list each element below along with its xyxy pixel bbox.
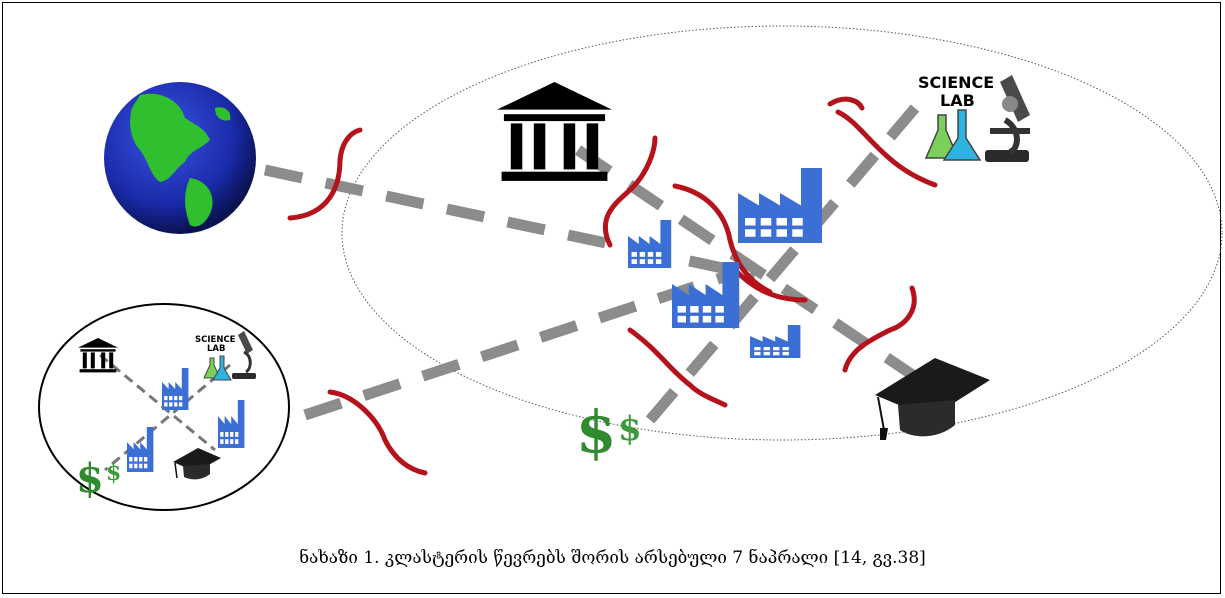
factory-icon [672,262,740,328]
science-lab-icon: SCIENCE LAB [195,331,256,381]
connector-line [263,164,757,281]
globe-icon [104,82,256,234]
graduation-cap-icon [875,358,990,440]
gap-arc [627,327,728,408]
gap-arcs [287,96,938,476]
svg-text:$: $ [76,455,104,502]
cluster-boundary [341,25,1223,441]
government-building-icon [497,82,612,181]
government-building-icon [78,338,118,373]
factory-icon [162,368,189,410]
mini-connector-line [104,363,231,472]
gap-arc [827,96,865,111]
svg-text:LAB: LAB [207,344,225,354]
gap-arc [842,285,917,373]
factory-icon [218,400,245,448]
svg-text:$: $ [106,460,121,486]
svg-text:LAB: LAB [940,91,975,110]
science-lab-icon: SCIENCE LAB [918,73,1030,162]
gap-arc [672,183,773,295]
mini-connector-lines [99,353,231,472]
svg-text:$: $ [618,409,642,449]
factory-icon [750,325,801,358]
mini-connector-line [99,353,216,452]
gap-arc [835,109,938,188]
gap-arc [732,267,808,303]
money-icon: $ $ [576,398,642,466]
figure-caption: ნახაზი 1. კლასტერის წევრებს შორის არსებუ… [299,548,926,568]
graduation-cap-icon [173,448,221,480]
svg-text:$: $ [576,398,616,466]
mini-cluster-boundary [38,303,290,511]
gap-arc [327,389,428,476]
factory-icon [628,220,672,268]
factory-icon [127,427,154,472]
svg-text:SCIENCE: SCIENCE [195,335,236,345]
factory-icon [738,168,822,243]
connector-line [645,104,920,424]
gap-arc [602,135,658,248]
connector-line [303,269,732,421]
svg-text:SCIENCE: SCIENCE [918,73,994,92]
money-icon: $ $ [76,455,121,502]
gap-arc [287,127,363,221]
